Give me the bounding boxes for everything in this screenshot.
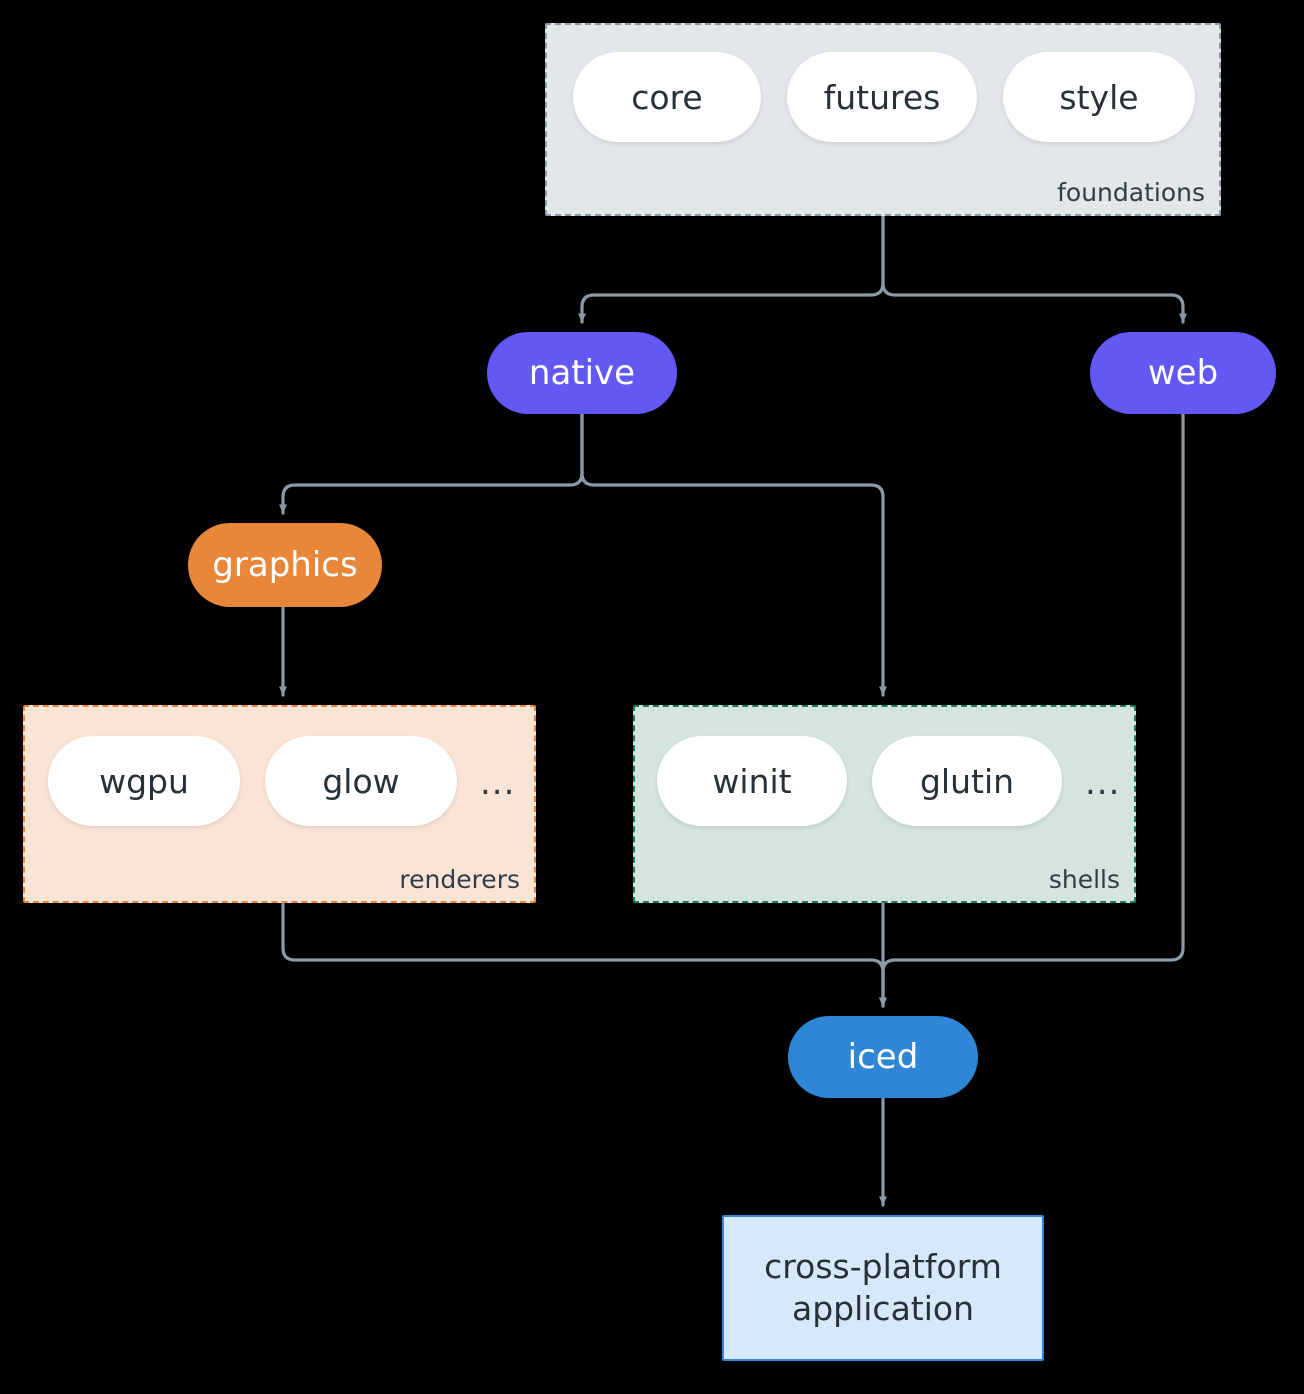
node-futures[interactable]: futures — [787, 52, 977, 142]
edge-native-graphics — [279, 412, 584, 515]
node-application-label-line1: cross-platform — [764, 1246, 1002, 1286]
node-glutin-label: glutin — [919, 761, 1015, 801]
node-style[interactable]: style — [1003, 52, 1195, 142]
node-core[interactable]: core — [573, 52, 761, 142]
node-glow-label: glow — [322, 761, 400, 801]
node-application-label-line2: application — [791, 1289, 975, 1328]
node-shells-ellipsis: ... — [1085, 763, 1121, 803]
node-style-label: style — [1059, 77, 1139, 117]
node-renderers-ellipsis: ... — [480, 763, 516, 803]
node-iced-label: iced — [847, 1037, 919, 1077]
cluster-renderers-label: renderers — [399, 865, 520, 894]
edge-foundations-web — [881, 214, 1187, 324]
node-winit-label: winit — [712, 761, 792, 801]
node-winit[interactable]: winit — [657, 736, 847, 826]
node-web-label: web — [1147, 353, 1219, 393]
edge-renderers-iced — [281, 901, 887, 1008]
node-cross-platform-application[interactable]: cross-platform application — [722, 1215, 1044, 1361]
node-futures-label: futures — [823, 77, 941, 117]
cluster-foundations-label: foundations — [1057, 178, 1205, 207]
node-graphics[interactable]: graphics — [188, 523, 382, 607]
node-web[interactable]: web — [1090, 332, 1276, 414]
edge-foundations-native — [578, 214, 885, 324]
node-graphics-label: graphics — [212, 545, 358, 585]
node-core-label: core — [631, 77, 703, 117]
node-iced[interactable]: iced — [788, 1016, 978, 1098]
node-wgpu[interactable]: wgpu — [48, 736, 240, 826]
node-native[interactable]: native — [487, 332, 677, 414]
node-wgpu-label: wgpu — [99, 761, 189, 801]
cluster-shells-label: shells — [1048, 865, 1120, 894]
node-glow[interactable]: glow — [265, 736, 457, 826]
edge-native-shells — [580, 412, 887, 697]
node-glutin[interactable]: glutin — [872, 736, 1062, 826]
node-native-label: native — [528, 353, 636, 393]
